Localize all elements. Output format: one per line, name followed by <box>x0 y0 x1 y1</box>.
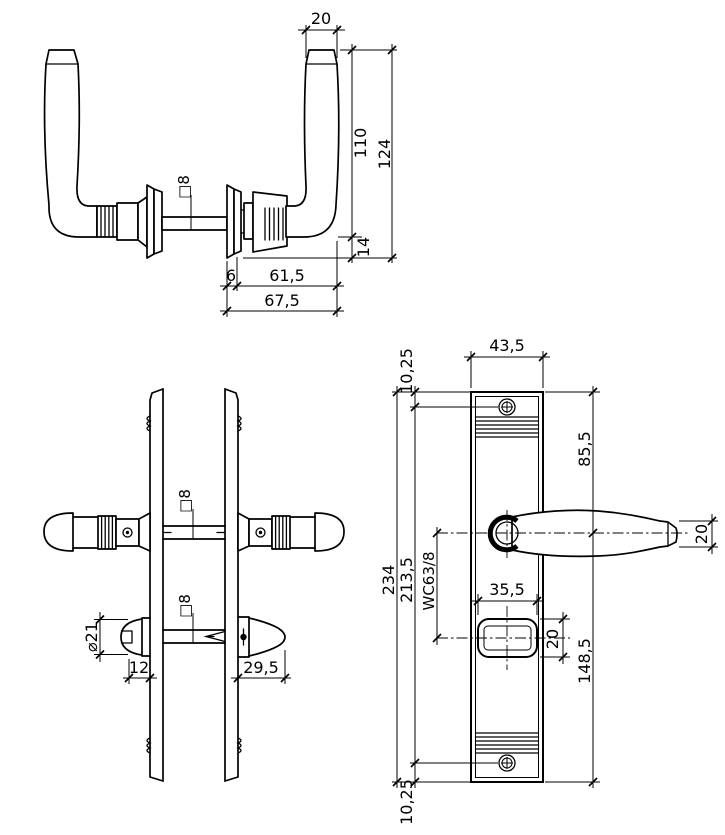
dim-label-screw-bottom-inset: 10,25 <box>397 779 416 825</box>
bottom-screw <box>498 754 516 772</box>
dim-label-release-depth: 12 <box>129 658 149 677</box>
right-rosette <box>226 184 242 259</box>
handle-screw <box>122 527 133 538</box>
dim-lever-end: 20 <box>679 514 718 554</box>
thumb-turn <box>237 616 286 658</box>
dim-label-height-to-lever: 110 <box>351 128 370 159</box>
backplate <box>470 391 544 783</box>
release-knob <box>120 617 151 657</box>
dim-label-lever-end: 20 <box>692 524 711 544</box>
dim-label-screw-top-inset: 10,25 <box>397 348 416 394</box>
side-view: □8 20 110 14 1 <box>43 9 397 317</box>
dim-label-turn-depth: 29,5 <box>243 658 279 677</box>
left-rib-block <box>96 205 118 238</box>
dim-left-chain: 234 213,5 10,25 10,25 <box>379 348 471 825</box>
lever-hub-ring <box>487 514 519 553</box>
dim-cap-width: 20 <box>298 9 345 58</box>
dim-label-projection: 61,5 <box>269 266 305 285</box>
dim-label-plate-height: 234 <box>379 565 398 596</box>
dim-label-spindle: □8 <box>175 175 193 199</box>
spindle-end-mark <box>203 630 226 643</box>
dim-turn-depth: 29,5 <box>231 650 291 684</box>
dim-label-handle-center-to-bottom: 148,5 <box>575 638 594 684</box>
dim-label-spindle-top: □8 <box>176 489 194 513</box>
spindle-bar: □8 <box>161 175 228 231</box>
top-screw <box>498 398 516 416</box>
dim-label-total-projection: 67,5 <box>264 291 300 310</box>
dim-right-chain: 85,5 148,5 <box>545 386 600 788</box>
top-rib-band <box>474 416 540 438</box>
left-backplate-edge <box>146 388 164 782</box>
dim-label-top-to-handle-center: 85,5 <box>575 431 594 467</box>
dim-label-release-diameter: ⌀21 <box>82 622 101 652</box>
right-backplate-edge <box>224 388 242 782</box>
centerlines <box>437 510 688 670</box>
dim-release-diameter: ⌀21 <box>82 612 128 662</box>
dim-cutout-width: 35,5 <box>471 580 544 615</box>
front-view: 43,5 234 213,5 10,25 10,25 WC63/8 85,5 1… <box>379 336 718 825</box>
screw-leaders <box>410 406 498 764</box>
break-marks <box>146 415 152 432</box>
right-neck-step <box>243 202 254 240</box>
left-rosette <box>146 184 163 259</box>
dim-label-spindle-bottom: □8 <box>176 594 194 618</box>
dim-wc-distance: WC63/8 <box>420 527 442 645</box>
edge-spindle-top: □8 <box>162 489 226 540</box>
left-handle-edge <box>43 512 151 552</box>
dim-release-depth: 12 <box>123 658 157 684</box>
dim-label-rosette-thickness: 6 <box>226 266 236 285</box>
dim-label-cutout-width: 35,5 <box>489 580 525 599</box>
bottom-rib-band <box>474 732 540 754</box>
break-marks <box>236 737 242 754</box>
right-handle-edge <box>237 512 345 552</box>
left-neck-flare <box>137 196 148 248</box>
break-marks <box>236 415 242 432</box>
left-neck-cylinder <box>116 202 139 241</box>
handle-screw <box>255 527 266 538</box>
dim-label-screw-distance: 213,5 <box>397 557 416 603</box>
left-lever <box>43 49 148 248</box>
dim-label-rosette-drop: 14 <box>354 237 373 257</box>
edge-spindle-bottom: □8 <box>162 594 226 644</box>
dim-label-cutout-height: 20 <box>543 629 562 649</box>
dim-plate-width: 43,5 <box>464 336 550 388</box>
dim-projections: 6 61,5 67,5 <box>220 241 344 317</box>
edge-view: □8 □8 <box>43 388 345 782</box>
dim-label-total-height: 124 <box>375 139 394 170</box>
dim-label-plate-width: 43,5 <box>489 336 525 355</box>
dim-heights: 110 14 124 <box>243 44 397 263</box>
dim-cutout-height: 20 <box>540 612 570 664</box>
dim-label-cap-width: 20 <box>311 9 331 28</box>
break-marks <box>146 737 152 754</box>
right-lever <box>240 49 340 253</box>
dim-label-wc-distance: WC63/8 <box>420 552 438 611</box>
coin-slot <box>120 630 133 644</box>
